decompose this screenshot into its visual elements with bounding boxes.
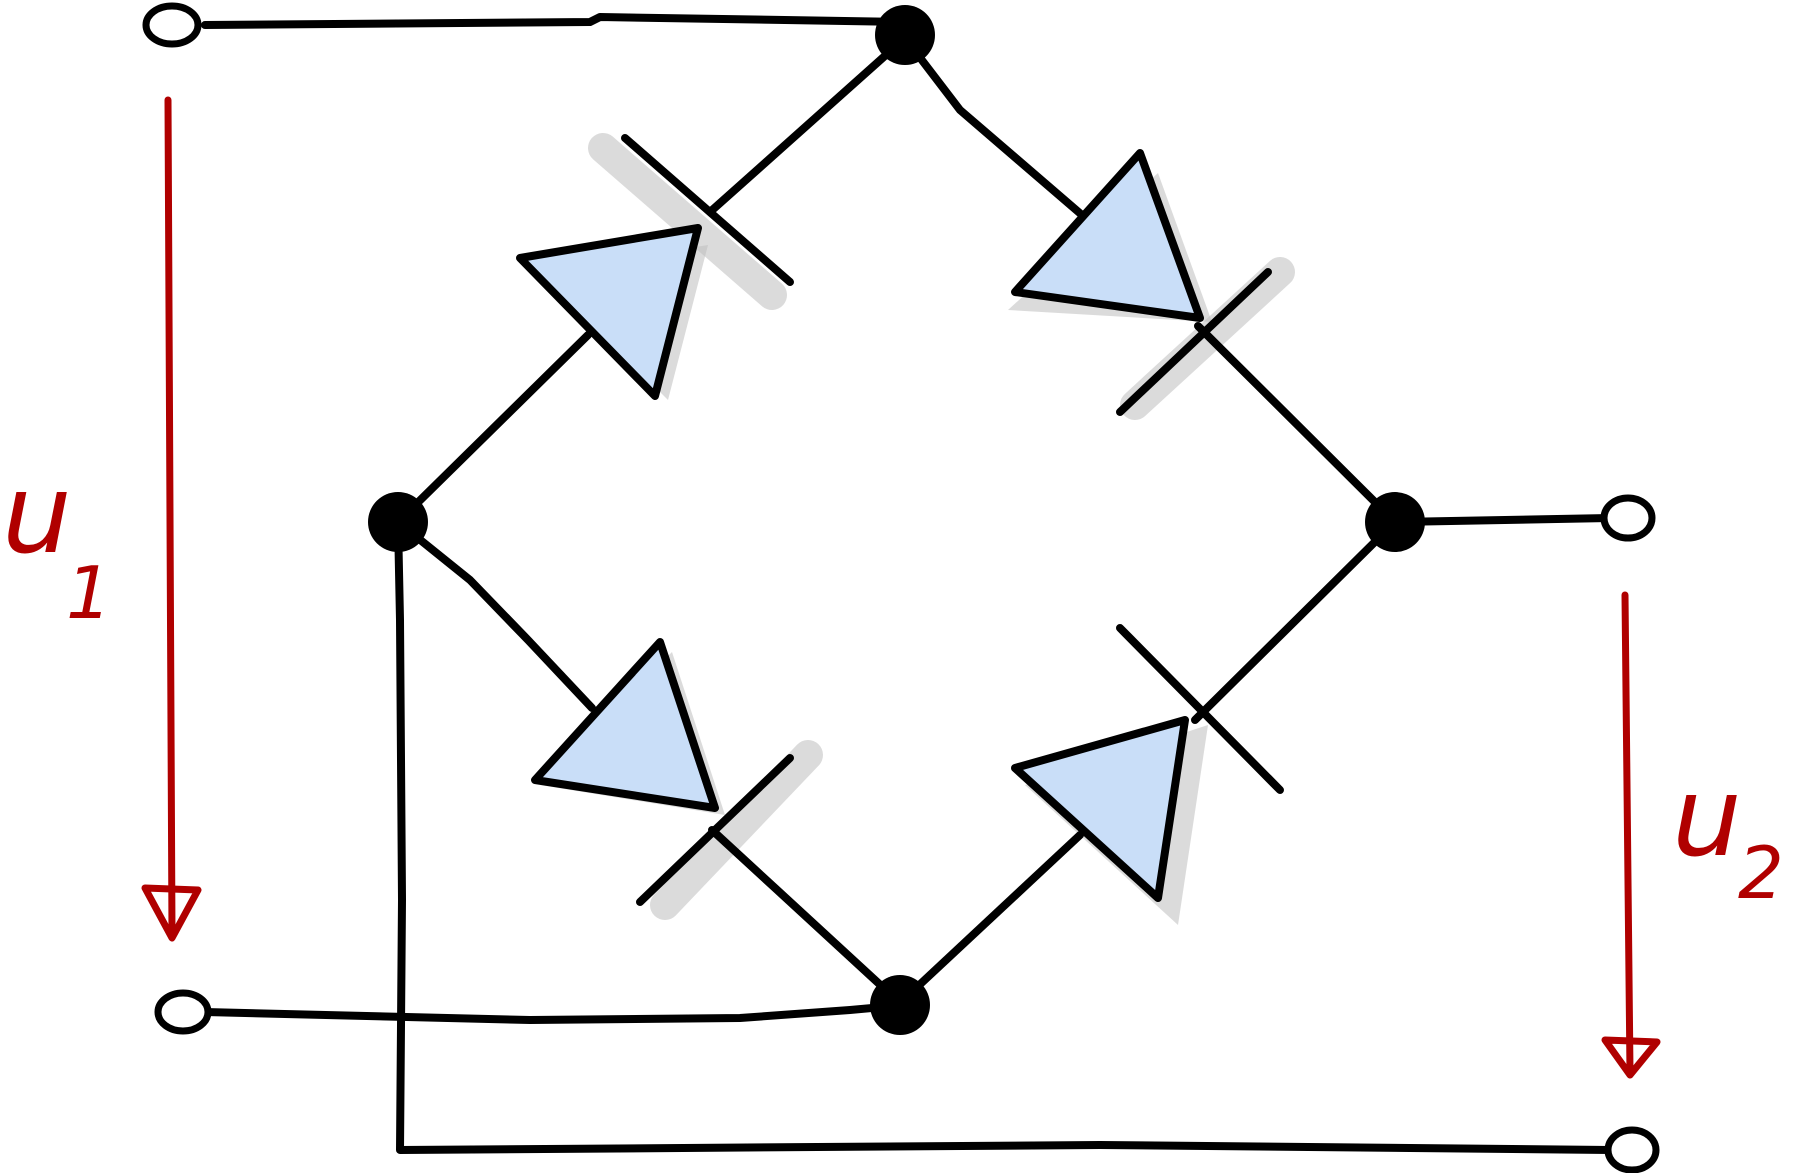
input-voltage-arrow <box>141 96 202 942</box>
output-voltage-arrow <box>1601 591 1661 1079</box>
input-terminal-top <box>142 2 202 48</box>
diode-2-triangle <box>1011 149 1204 322</box>
output-voltage-arrowhead <box>1601 1036 1661 1079</box>
input-bottom-wire <box>201 1001 909 1024</box>
wire-d3-bottom <box>708 826 904 1007</box>
diode-2-bar <box>1116 268 1272 416</box>
diode-4-bar <box>1116 624 1284 794</box>
input-voltage-subscript: 1 <box>66 551 112 635</box>
wire-d1-left <box>394 331 592 526</box>
input-voltage-label: u <box>2 450 72 578</box>
node-bottom <box>870 975 930 1035</box>
input-top-wire <box>201 13 909 29</box>
diode-1-bar-shadow <box>588 133 787 310</box>
input-voltage-arrowhead <box>141 884 202 942</box>
nodes <box>368 5 1425 1035</box>
output-voltage-label: u <box>1672 753 1742 881</box>
diode-1 <box>516 134 794 400</box>
diode-1-triangle <box>516 224 702 400</box>
diode-3-triangle <box>531 638 719 812</box>
diode-4 <box>1011 624 1284 902</box>
wire-top-d1 <box>706 34 909 216</box>
wire-d2-right <box>1194 322 1399 526</box>
output-voltage-subscript: 2 <box>1738 831 1784 915</box>
wire-left-d3 <box>394 518 596 712</box>
node-right <box>1365 492 1425 552</box>
node-left <box>368 492 428 552</box>
wire-d4-right <box>1191 518 1399 724</box>
diode-3-bar-shadow <box>650 740 823 920</box>
wire-top-d2 <box>901 34 1086 219</box>
diode-3-bar <box>636 754 794 906</box>
input-terminal-bottom <box>154 989 212 1035</box>
output-voltage-arrow-shaft <box>1621 591 1634 1076</box>
wires <box>201 13 1614 1154</box>
diode-2 <box>1011 149 1272 416</box>
output-terminal-top <box>1600 494 1656 542</box>
diode-3 <box>531 638 794 906</box>
node-top <box>875 5 935 65</box>
diode-1-bar <box>621 134 794 286</box>
wire-bottom-d4 <box>896 831 1084 1007</box>
output-terminal-bottom <box>1604 1126 1660 1173</box>
input-voltage-arrow-shaft <box>164 96 176 939</box>
terminals <box>142 2 1660 1173</box>
diode-4-triangle <box>1011 716 1189 902</box>
output-bottom-wire <box>394 518 1614 1154</box>
output-top-wire <box>1391 514 1614 526</box>
